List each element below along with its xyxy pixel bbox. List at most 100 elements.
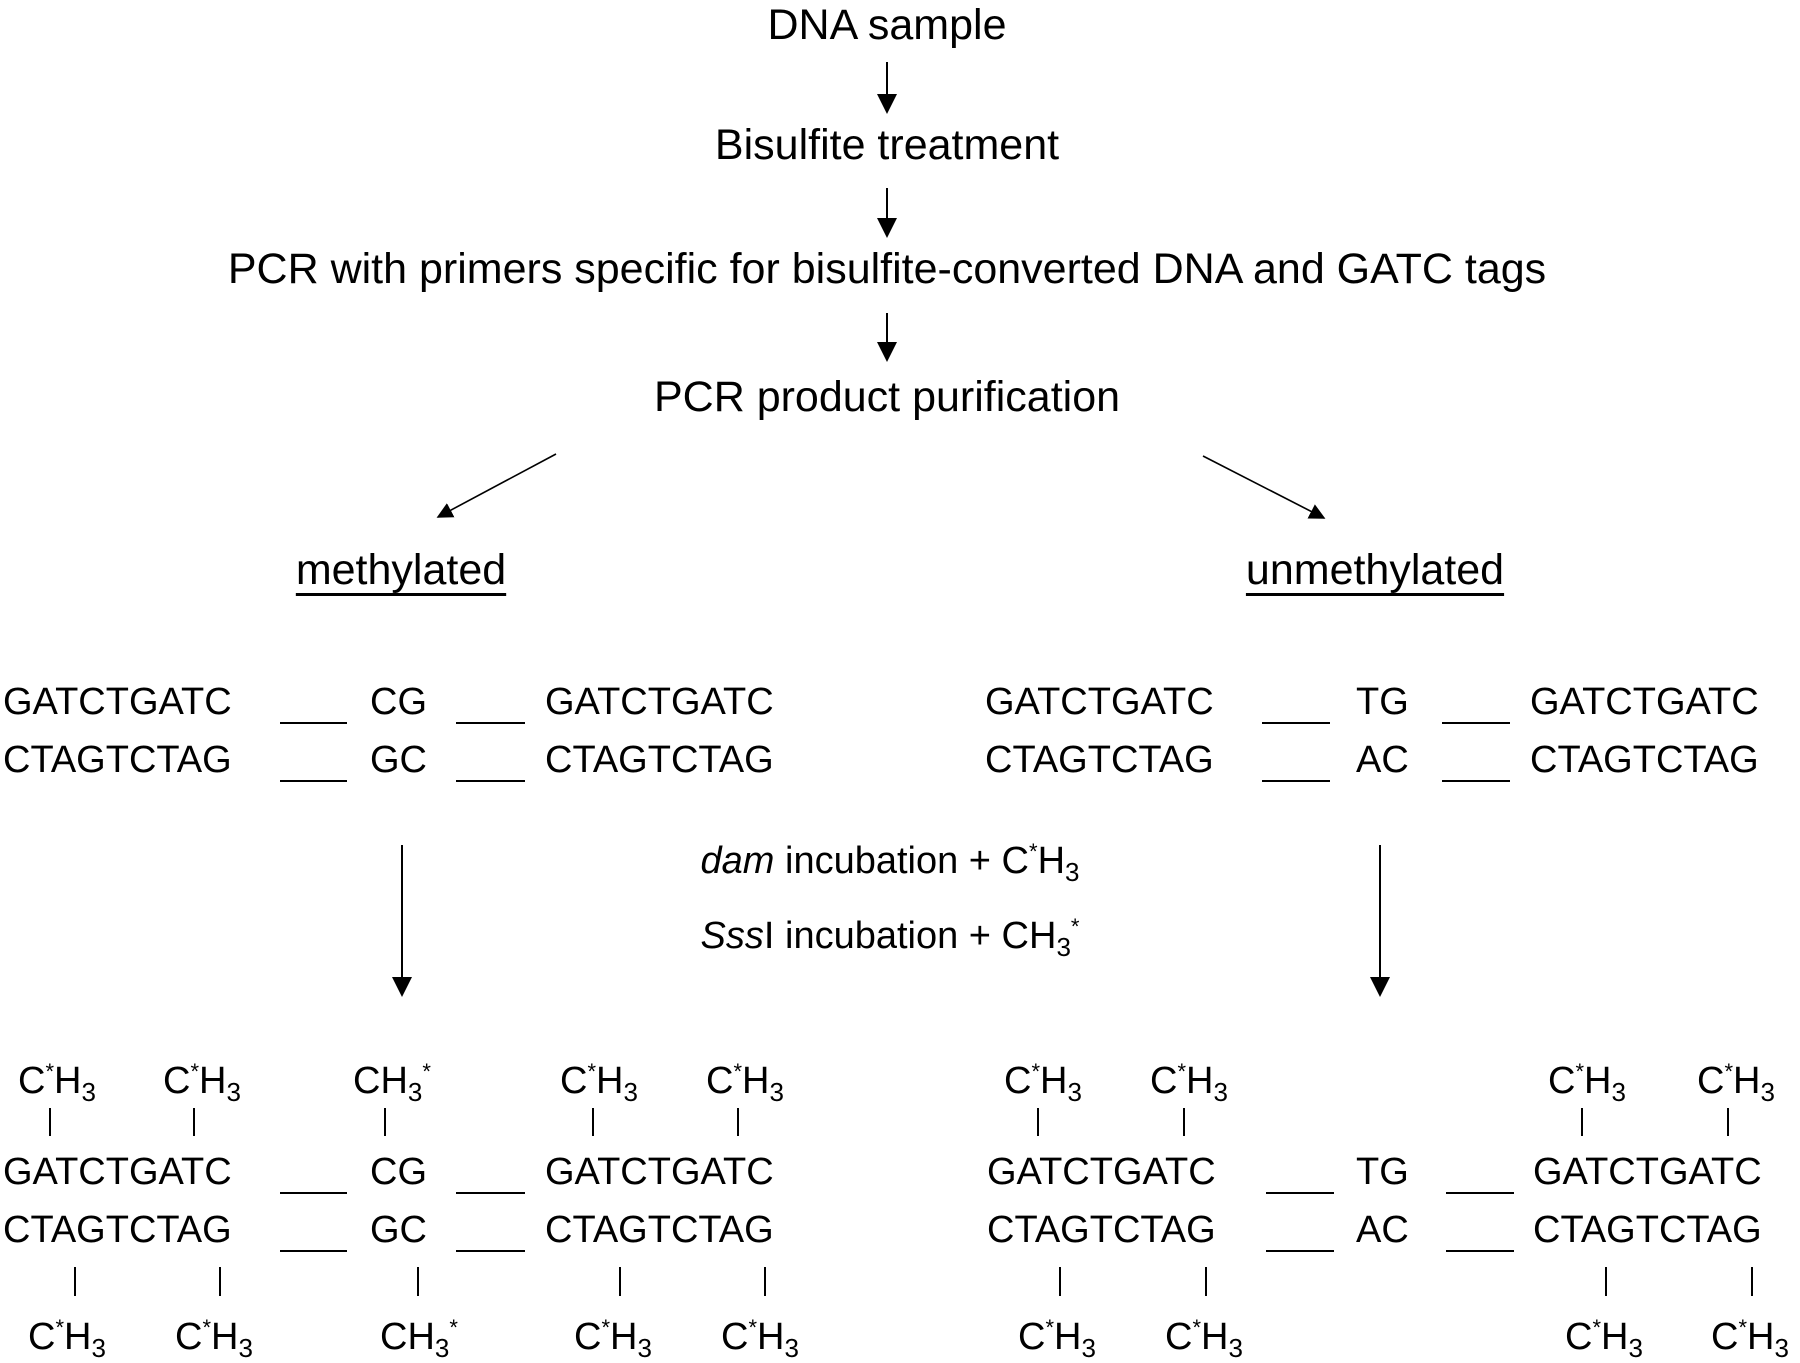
star: * bbox=[1177, 1059, 1187, 1084]
arrow-left-branch bbox=[436, 453, 557, 518]
methyl-label-dam: C*H3 bbox=[1150, 1059, 1228, 1106]
star: * bbox=[1045, 1315, 1055, 1340]
c: C bbox=[1150, 1060, 1178, 1102]
three: 3 bbox=[407, 1077, 423, 1107]
star: * bbox=[587, 1059, 597, 1084]
star: * bbox=[748, 1315, 758, 1340]
star: * bbox=[733, 1059, 743, 1084]
methyl-label-dam: C*H3 bbox=[1697, 1060, 1775, 1106]
seq-methylated-top-left: GATCTGATC bbox=[3, 681, 232, 723]
c: C bbox=[1548, 1060, 1576, 1102]
h: H bbox=[1186, 1060, 1214, 1102]
condition-sss-incubation: SssI incubation + CH3* bbox=[701, 914, 1080, 961]
result-unmethylated-bottom-mid: AC bbox=[1356, 1209, 1409, 1251]
three: 3 bbox=[1067, 1077, 1082, 1107]
result-methylated-bottom-right: CTAGTCTAG bbox=[545, 1209, 774, 1251]
star: * bbox=[55, 1315, 65, 1340]
h: H bbox=[1747, 1316, 1775, 1358]
ch: CH bbox=[380, 1316, 435, 1358]
h: H bbox=[1733, 1060, 1761, 1102]
c: C bbox=[1004, 1060, 1032, 1102]
seq-methylated-top-mid: CG bbox=[370, 681, 427, 723]
h: H bbox=[64, 1316, 92, 1358]
h: H bbox=[211, 1316, 239, 1358]
star: * bbox=[45, 1059, 55, 1084]
three: 3 bbox=[1081, 1333, 1096, 1363]
result-unmethylated-top-right: GATCTGATC bbox=[1533, 1151, 1762, 1193]
step-pcr-purification: PCR product purification bbox=[653, 373, 1121, 421]
condition-dam-incubation: dam incubation + C*H3 bbox=[700, 840, 1080, 886]
three: 3 bbox=[637, 1333, 652, 1363]
seq-methylated-bottom-mid: GC bbox=[370, 739, 427, 781]
c: C bbox=[1711, 1316, 1739, 1358]
result-methylated-top-mid: CG bbox=[370, 1151, 427, 1193]
three: 3 bbox=[1760, 1077, 1775, 1107]
star: * bbox=[1738, 1315, 1748, 1340]
h: H bbox=[757, 1316, 785, 1358]
h: H bbox=[54, 1060, 82, 1102]
methyl-label-dam: C*H3 bbox=[1565, 1315, 1643, 1362]
c: C bbox=[18, 1060, 46, 1102]
methyl-label-dam: C*H3 bbox=[1711, 1315, 1789, 1362]
result-unmethylated-bottom-right: CTAGTCTAG bbox=[1533, 1209, 1762, 1251]
c: C bbox=[1018, 1316, 1046, 1358]
h: H bbox=[1584, 1060, 1612, 1102]
methyl-label-dam: C*H3 bbox=[560, 1059, 638, 1106]
dam-italic: dam bbox=[700, 840, 775, 882]
methyl-label-dam: C*H3 bbox=[18, 1059, 96, 1106]
methyl-label-dam: C*H3 bbox=[1165, 1315, 1243, 1362]
result-unmethylated-top-left: GATCTGATC bbox=[987, 1151, 1216, 1193]
three: 3 bbox=[1228, 1333, 1243, 1363]
methyl-label-dam: C*H3 bbox=[574, 1316, 652, 1362]
seq-methylated-top-right: GATCTGATC bbox=[545, 681, 774, 723]
ch: CH bbox=[353, 1060, 408, 1102]
h: H bbox=[742, 1060, 770, 1102]
c: C bbox=[721, 1316, 749, 1358]
seq-methylated-bottom-left: CTAGTCTAG bbox=[3, 739, 232, 781]
star: * bbox=[1575, 1059, 1585, 1084]
h: H bbox=[1054, 1316, 1082, 1358]
three: 3 bbox=[1628, 1333, 1643, 1363]
star: * bbox=[1592, 1315, 1602, 1340]
h: H bbox=[610, 1316, 638, 1358]
seq-unmethylated-top-right: GATCTGATC bbox=[1530, 681, 1759, 723]
star: * bbox=[1070, 914, 1080, 939]
star: * bbox=[202, 1315, 212, 1340]
methyl-label-dam: C*H3 bbox=[1018, 1315, 1096, 1362]
result-methylated-bottom-mid: GC bbox=[370, 1209, 427, 1251]
result-unmethylated-bottom-left: CTAGTCTAG bbox=[987, 1209, 1216, 1251]
c: C bbox=[28, 1316, 56, 1358]
seq-unmethylated-top-left: GATCTGATC bbox=[985, 681, 1214, 723]
three: 3 bbox=[1056, 932, 1071, 962]
three: 3 bbox=[1611, 1077, 1626, 1107]
three: 3 bbox=[1774, 1333, 1789, 1363]
c: C bbox=[163, 1060, 191, 1102]
three: 3 bbox=[1065, 857, 1080, 887]
methyl-label-dam: C*H3 bbox=[163, 1060, 241, 1106]
three: 3 bbox=[91, 1333, 106, 1363]
three: 3 bbox=[784, 1333, 799, 1363]
h: H bbox=[1037, 840, 1066, 882]
h: H bbox=[199, 1060, 227, 1102]
step-bisulfite-treatment: Bisulfite treatment bbox=[714, 121, 1060, 169]
methyl-label-dam: C*H3 bbox=[175, 1315, 253, 1362]
h: H bbox=[1601, 1316, 1629, 1358]
c: C bbox=[175, 1316, 203, 1358]
star: * bbox=[449, 1315, 458, 1340]
h: H bbox=[1040, 1060, 1068, 1102]
star: * bbox=[1192, 1315, 1202, 1340]
sss-rest: I incubation + CH bbox=[763, 915, 1057, 957]
three: 3 bbox=[623, 1077, 638, 1107]
seq-unmethylated-bottom-left: CTAGTCTAG bbox=[985, 739, 1214, 781]
result-unmethylated-top-mid: TG bbox=[1356, 1151, 1409, 1193]
c: C bbox=[706, 1060, 734, 1102]
star: * bbox=[422, 1059, 431, 1084]
methyl-label-dam: C*H3 bbox=[28, 1315, 106, 1362]
dam-rest: incubation + C bbox=[774, 840, 1029, 882]
seq-methylated-bottom-right: CTAGTCTAG bbox=[545, 739, 774, 781]
methyl-label-dam: C*H3 bbox=[706, 1059, 784, 1106]
h: H bbox=[1201, 1316, 1229, 1358]
star: * bbox=[1031, 1059, 1041, 1084]
three: 3 bbox=[238, 1333, 253, 1363]
